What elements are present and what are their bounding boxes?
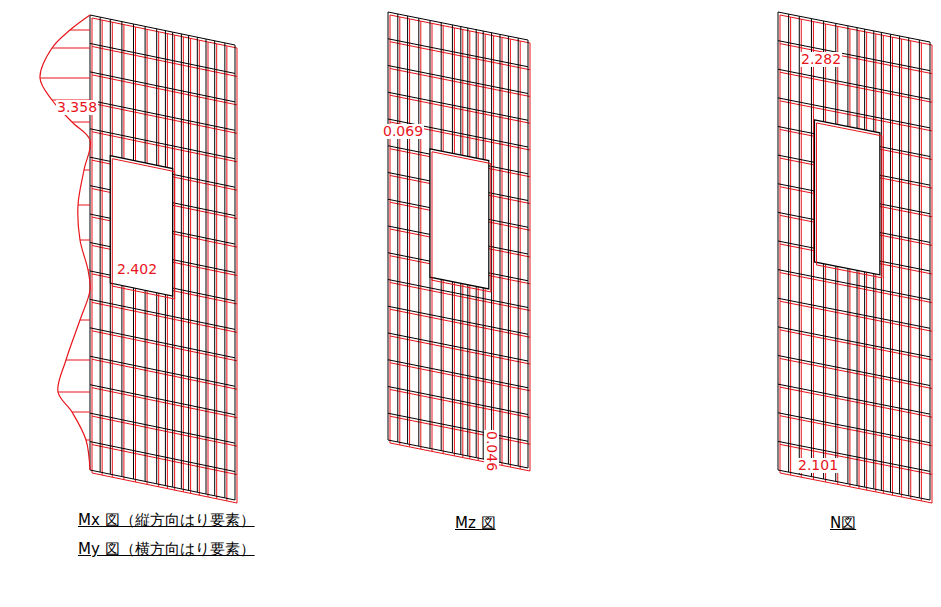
- mesh-line: [390, 95, 530, 123]
- mesh-line: [778, 356, 930, 386]
- mesh-line: [388, 387, 528, 415]
- mesh-line: [390, 336, 530, 364]
- mesh-line: [390, 390, 530, 418]
- mesh-line: [92, 103, 237, 133]
- mesh-line: [390, 283, 530, 311]
- mesh-line: [390, 363, 530, 391]
- figure-caption: N図: [830, 515, 856, 532]
- mesh-line: [778, 41, 930, 71]
- value-label: 3.358: [56, 100, 98, 115]
- mesh-line: [92, 75, 237, 105]
- mesh-line: [390, 69, 530, 97]
- mesh-line: [390, 309, 530, 337]
- moment-hatch: [80, 320, 90, 321]
- moment-hatch: [88, 270, 90, 271]
- moment-hatch: [86, 440, 90, 441]
- mesh-line: [92, 331, 237, 361]
- mesh-line: [388, 413, 528, 441]
- value-label: 2.282: [800, 52, 842, 67]
- mesh-line: [92, 18, 237, 48]
- mesh-line: [778, 270, 930, 300]
- mesh-line: [778, 384, 930, 414]
- wall-opening-deformed: [816, 123, 881, 278]
- beam-mesh: [90, 15, 237, 503]
- moment-hatch: [52, 48, 90, 49]
- moment-hatch: [84, 170, 90, 171]
- wall-opening-deformed: [432, 152, 491, 292]
- moment-hatch: [70, 30, 90, 31]
- mesh-line: [778, 470, 930, 500]
- mesh-line: [90, 129, 235, 159]
- mesh-line: [90, 299, 235, 329]
- mesh-line: [92, 416, 237, 446]
- mesh-line: [778, 327, 930, 357]
- mesh-line: [90, 442, 235, 472]
- mesh-line: [92, 46, 237, 76]
- mesh-line: [90, 15, 235, 45]
- value-label: 2.101: [797, 458, 839, 473]
- mesh-line: [778, 413, 930, 443]
- mesh-line: [388, 333, 528, 361]
- mesh-line: [90, 100, 235, 130]
- moment-hatch: [66, 360, 90, 361]
- mesh-line: [92, 445, 237, 475]
- mesh-line: [92, 473, 237, 503]
- beam-mesh: [778, 12, 932, 503]
- mesh-line: [92, 388, 237, 418]
- mesh-line: [92, 359, 237, 389]
- value-label: 2.402: [116, 262, 158, 277]
- mesh-line: [90, 413, 235, 443]
- mesh-line: [388, 39, 528, 67]
- mesh-line: [388, 66, 528, 94]
- mesh-line: [390, 443, 530, 471]
- mesh-line: [90, 470, 235, 500]
- mesh-line: [778, 69, 930, 99]
- moment-hatch: [72, 412, 90, 413]
- figure-caption: Mz 図: [455, 515, 496, 532]
- mesh-line: [390, 15, 530, 43]
- moment-hatch: [80, 240, 90, 241]
- mesh-line: [92, 302, 237, 332]
- mesh-line: [90, 385, 235, 415]
- mesh-line: [778, 12, 930, 42]
- mesh-line: [388, 440, 528, 468]
- mesh-line: [90, 328, 235, 358]
- mesh-line: [388, 280, 528, 308]
- mesh-line: [778, 298, 930, 328]
- mesh-line: [388, 360, 528, 388]
- wall-opening: [430, 149, 489, 289]
- figure-caption: My 図（横方向はり要素）: [78, 541, 255, 558]
- figure-caption: Mx 図（縦方向はり要素）: [78, 512, 255, 529]
- mesh-line: [388, 12, 528, 40]
- moment-hatch: [40, 78, 90, 79]
- mesh-line: [90, 43, 235, 73]
- wall-opening-deformed: [112, 159, 174, 299]
- moment-curve: [40, 15, 91, 470]
- mesh-line: [388, 92, 528, 120]
- mesh-line: [388, 306, 528, 334]
- mesh-line: [90, 72, 235, 102]
- mesh-line: [90, 356, 235, 386]
- moment-hatch: [58, 392, 90, 393]
- moment-diagram: [40, 15, 91, 470]
- value-label: 0.046: [484, 430, 499, 472]
- moment-hatch: [72, 122, 90, 123]
- value-label: 0.069: [382, 124, 424, 139]
- mesh-line: [390, 416, 530, 444]
- mesh-line: [390, 42, 530, 70]
- beam-mesh: [388, 12, 530, 471]
- wall-opening: [814, 120, 879, 275]
- mesh-line: [778, 98, 930, 128]
- moment-hatch: [78, 205, 90, 206]
- wall-opening: [110, 156, 172, 296]
